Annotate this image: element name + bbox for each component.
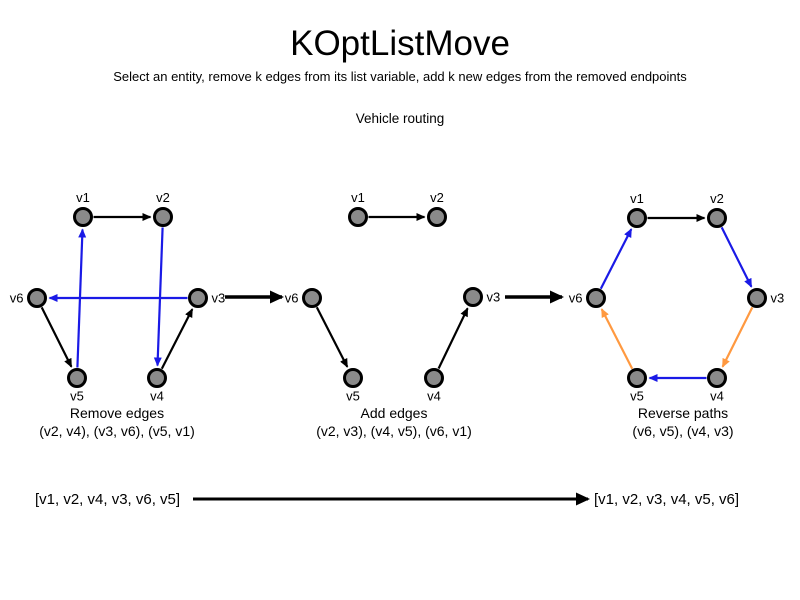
caption-remove-edges: Remove edges (v2, v4), (v3, v6), (v5, v1…: [0, 404, 247, 440]
node-label-add-edges-v4: v4: [427, 389, 441, 404]
node-label-remove-edges-v5: v5: [70, 389, 84, 404]
node-reverse-paths-v6: [586, 288, 606, 308]
node-label-add-edges-v3: v3: [487, 290, 501, 305]
list-before: [v1, v2, v4, v3, v6, v5]: [35, 491, 181, 508]
node-reverse-paths-v4: [707, 368, 727, 388]
edge-v5-to-v6: [600, 308, 634, 370]
node-label-add-edges-v2: v2: [430, 190, 444, 205]
node-remove-edges-v3: [188, 288, 208, 308]
edge-v6-to-v5: [40, 306, 73, 368]
node-reverse-paths-v3: [747, 288, 767, 308]
caption-add-edges-detail: (v2, v3), (v4, v5), (v6, v1): [316, 423, 472, 439]
caption-add-edges-title: Add edges: [360, 405, 428, 421]
node-reverse-paths-v1: [627, 208, 647, 228]
diagram-remove-edges: v1 v2 v3 v4 v5 v6: [10, 190, 225, 404]
caption-reverse-paths-detail: (v6, v5), (v4, v3): [632, 423, 734, 439]
diagram-add-edges: v1 v2 v3 v4 v5 v6: [285, 190, 500, 404]
edge-v2-to-v3: [720, 226, 753, 288]
edge-v2-to-v4: [153, 227, 164, 367]
edge-v4-to-v3: [160, 308, 194, 370]
caption-reverse-paths-title: Reverse paths: [637, 405, 729, 421]
node-label-remove-edges-v3: v3: [212, 291, 226, 306]
edge-v4-to-v3: [437, 307, 469, 369]
edge-v6-to-v5: [315, 306, 349, 368]
diagram-reverse-paths: v1 v2 v3 v4 v5 v6: [569, 191, 784, 404]
page-title: KOptListMove: [290, 24, 510, 63]
node-label-add-edges-v1: v1: [351, 190, 365, 205]
caption-reverse-paths: Reverse paths (v6, v5), (v4, v3): [553, 404, 800, 440]
node-label-add-edges-v5: v5: [346, 389, 360, 404]
caption-remove-edges-title: Remove edges: [69, 405, 165, 421]
node-add-edges-v4: [424, 368, 444, 388]
edge-v6-to-v1: [599, 228, 633, 290]
node-remove-edges-v5: [67, 368, 87, 388]
list-after: [v1, v2, v3, v4, v5, v6]: [594, 491, 740, 508]
node-remove-edges-v1: [73, 207, 93, 227]
node-label-reverse-paths-v5: v5: [630, 389, 644, 404]
node-reverse-paths-v2: [707, 208, 727, 228]
node-add-edges-v5: [343, 368, 363, 388]
node-label-reverse-paths-v1: v1: [630, 191, 644, 206]
node-add-edges-v3: [463, 287, 483, 307]
node-add-edges-v1: [348, 207, 368, 227]
node-label-remove-edges-v2: v2: [156, 190, 170, 205]
edge-v5-to-v1: [76, 228, 87, 368]
node-add-edges-v2: [427, 207, 447, 227]
node-label-reverse-paths-v4: v4: [710, 389, 724, 404]
node-label-reverse-paths-v2: v2: [710, 191, 724, 206]
node-remove-edges-v6: [27, 288, 47, 308]
caption-add-edges: Add edges (v2, v3), (v4, v5), (v6, v1): [264, 404, 524, 440]
node-remove-edges-v2: [153, 207, 173, 227]
edge-v3-to-v4: [721, 306, 754, 368]
node-label-add-edges-v6: v6: [285, 291, 299, 306]
node-label-remove-edges-v1: v1: [76, 190, 90, 205]
node-label-remove-edges-v4: v4: [150, 389, 164, 404]
vehicle-routing-label: Vehicle routing: [355, 111, 445, 126]
node-reverse-paths-v5: [627, 368, 647, 388]
node-add-edges-v6: [302, 288, 322, 308]
node-remove-edges-v4: [147, 368, 167, 388]
caption-remove-edges-detail: (v2, v4), (v3, v6), (v5, v1): [39, 423, 195, 439]
node-label-reverse-paths-v3: v3: [771, 291, 785, 306]
page-subtitle: Select an entity, remove k edges from it…: [113, 69, 687, 84]
node-label-reverse-paths-v6: v6: [569, 291, 583, 306]
node-label-remove-edges-v6: v6: [10, 291, 24, 306]
